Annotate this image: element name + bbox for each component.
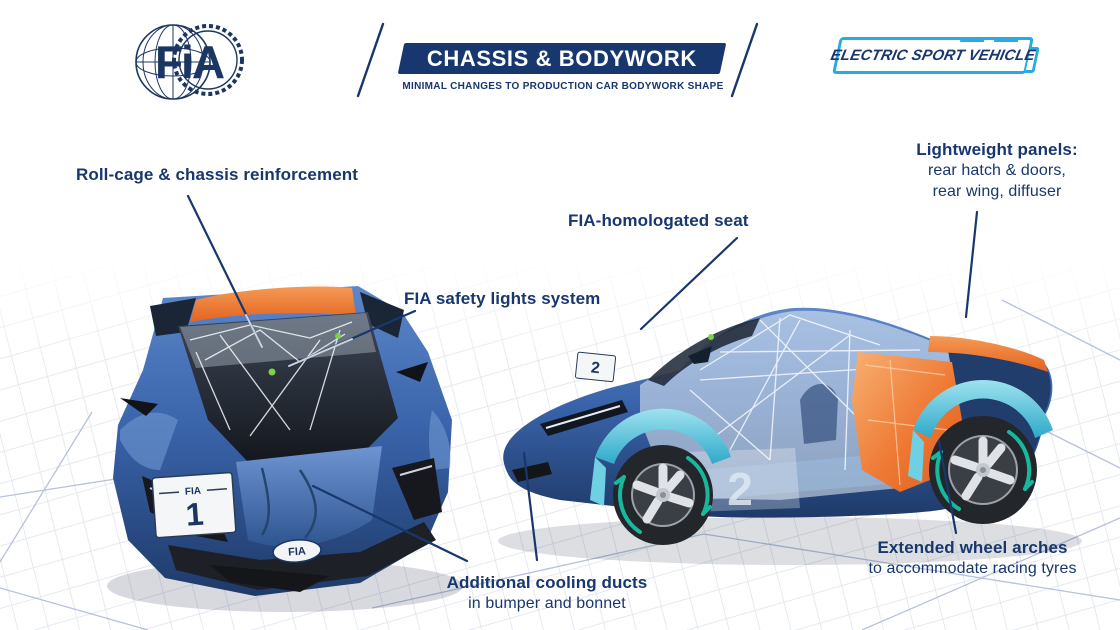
front-car-race-number: 1 <box>184 496 204 533</box>
front-car-side-window-right <box>360 292 404 338</box>
safety-light-green-dot-2 <box>335 333 341 339</box>
rear-wheel <box>929 416 1037 524</box>
callout-seat: FIA-homologated seat <box>568 211 749 231</box>
leader-cooling-bumper <box>522 451 539 562</box>
divider-slash-left <box>356 22 385 98</box>
leader-lightweight <box>964 210 979 319</box>
front-car-mirror-right <box>396 362 428 382</box>
battery-dash-icon <box>993 37 1019 42</box>
side-car-front-intake <box>512 462 552 482</box>
callout-roll-cage-text: Roll-cage & chassis reinforcement <box>76 165 359 184</box>
front-car-mirror-left <box>120 398 158 416</box>
fia-logo-icon: FiA <box>135 24 244 100</box>
front-wheel <box>613 445 713 545</box>
callout-safety-lights-text: FIA safety lights system <box>404 289 601 308</box>
front-wheel-arch-cyan <box>595 408 731 464</box>
side-car-illustration: 2 2 <box>498 307 1082 565</box>
rear-wheel-regen-arrows <box>931 430 1034 511</box>
nose-badge-text: FIA <box>288 545 307 558</box>
page-subtitle: MINIMAL CHANGES TO PRODUCTION CAR BODYWO… <box>402 81 724 92</box>
side-car-plate-number: 2 <box>590 359 601 377</box>
side-car-fender-plate: 2 <box>574 351 617 383</box>
callout-arches-line2: to accommodate racing tyres <box>868 560 1077 577</box>
safety-light-green-dot <box>268 368 276 376</box>
front-car-fender-highlight-left <box>120 412 178 470</box>
callout-cooling: Additional cooling ducts in bumper and b… <box>427 572 667 614</box>
fia-logo-text: FiA <box>155 36 224 88</box>
leader-cooling-bonnet <box>311 484 469 563</box>
sill-translucent-panel <box>688 448 800 512</box>
front-wheel-regen-arrows <box>614 456 712 534</box>
leader-wheel-arches <box>937 439 958 535</box>
leader-safety-lights-over-glass <box>288 338 353 367</box>
callout-lightweight: Lightweight panels: rear hatch & doors, … <box>872 139 1120 202</box>
callout-lightweight-line2: rear hatch & doors, <box>928 162 1066 179</box>
side-car-rear-wing-orange <box>928 336 1048 372</box>
leader-lines <box>186 194 979 563</box>
front-car-bonnet-ducts <box>260 467 317 539</box>
callout-seat-text: FIA-homologated seat <box>568 211 749 230</box>
leader-seat <box>639 236 739 331</box>
callout-cooling-line2: in bumper and bonnet <box>468 595 626 612</box>
front-car-headlight-right-streak <box>399 465 433 476</box>
rear-wheel-spokes <box>950 436 1015 501</box>
rear-arch-mudflap <box>908 430 924 482</box>
plate-header-text: FIA <box>185 486 202 498</box>
front-car-fender-highlight-right <box>429 410 451 470</box>
callout-roll-cage: Roll-cage & chassis reinforcement <box>76 165 358 185</box>
front-car-bonnet <box>236 446 382 547</box>
side-car-seat <box>800 383 838 444</box>
sill-race-number: 2 <box>727 463 753 515</box>
front-car-race-number-plate: FIA 1 <box>151 471 237 539</box>
side-car-safety-light-dot <box>708 334 714 340</box>
front-car-lower-intake <box>210 565 330 592</box>
callout-lightweight-line3: rear wing, diffuser <box>932 183 1062 200</box>
rear-wheel-arch-cyan <box>913 380 1053 438</box>
front-car-illustration: FIA 1 FIA <box>107 286 463 612</box>
title-banner: CHASSIS & BODYWORK <box>397 43 727 74</box>
electric-vehicle-badge: ELECTRIC SPORT VEHICLE <box>829 37 1040 74</box>
battery-dash-icon <box>959 37 985 42</box>
callout-arches: Extended wheel arches to accommodate rac… <box>845 537 1100 579</box>
callout-cooling-title: Additional cooling ducts <box>446 573 648 592</box>
side-car-headlight <box>540 400 628 436</box>
callout-arches-title: Extended wheel arches <box>877 538 1068 557</box>
front-car-windshield-top-translucent <box>180 313 376 368</box>
divider-slash-right <box>730 22 759 98</box>
front-wheel-spokes <box>632 463 694 524</box>
electric-badge-label: ELECTRIC SPORT VEHICLE <box>829 47 1037 64</box>
side-car-mirror <box>688 346 712 364</box>
leader-roll-cage-over-glass <box>245 314 263 348</box>
front-car-nose-badge: FIA <box>272 539 322 563</box>
callout-safety-lights: FIA safety lights system <box>404 289 600 309</box>
side-car-headlight-streak <box>545 405 621 429</box>
front-car-roll-cage-lines <box>189 321 353 437</box>
front-car-roof-panel-orange <box>190 286 356 322</box>
front-car-windshield <box>178 312 398 462</box>
front-arch-mudflap <box>590 457 606 506</box>
page-title: CHASSIS & BODYWORK <box>427 45 697 71</box>
callout-lightweight-title: Lightweight panels: <box>916 140 1078 159</box>
